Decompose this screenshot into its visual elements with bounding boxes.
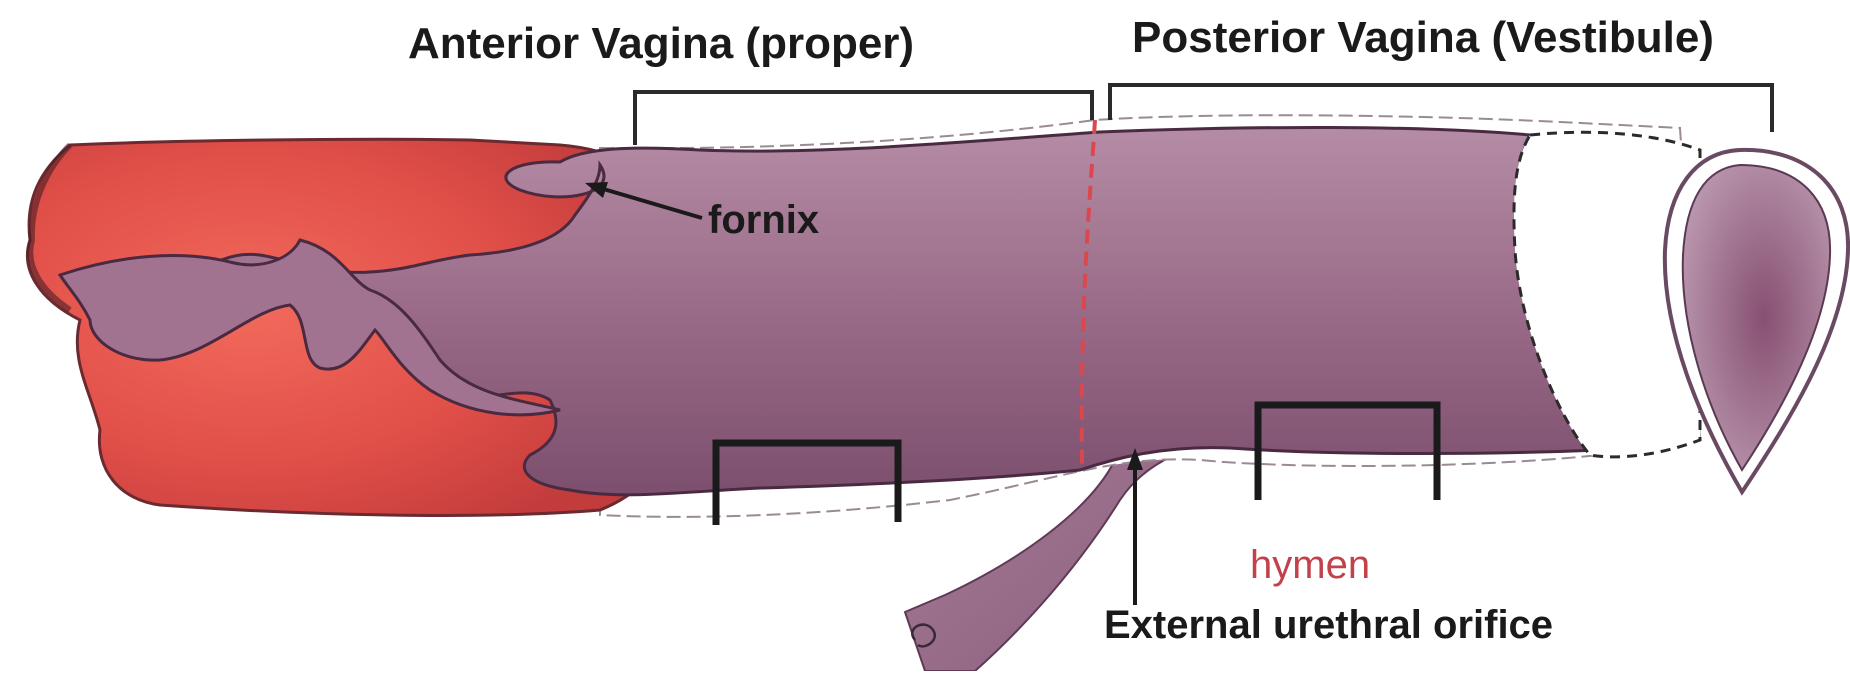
external-urethral-orifice-label: External urethral orifice [1104, 605, 1553, 645]
hymen-label: hymen [1250, 545, 1370, 585]
posterior-vagina-label: Posterior Vagina (Vestibule) [1132, 16, 1714, 60]
anterior-vagina-label: Anterior Vagina (proper) [408, 22, 914, 66]
fornix-label: fornix [708, 200, 819, 240]
